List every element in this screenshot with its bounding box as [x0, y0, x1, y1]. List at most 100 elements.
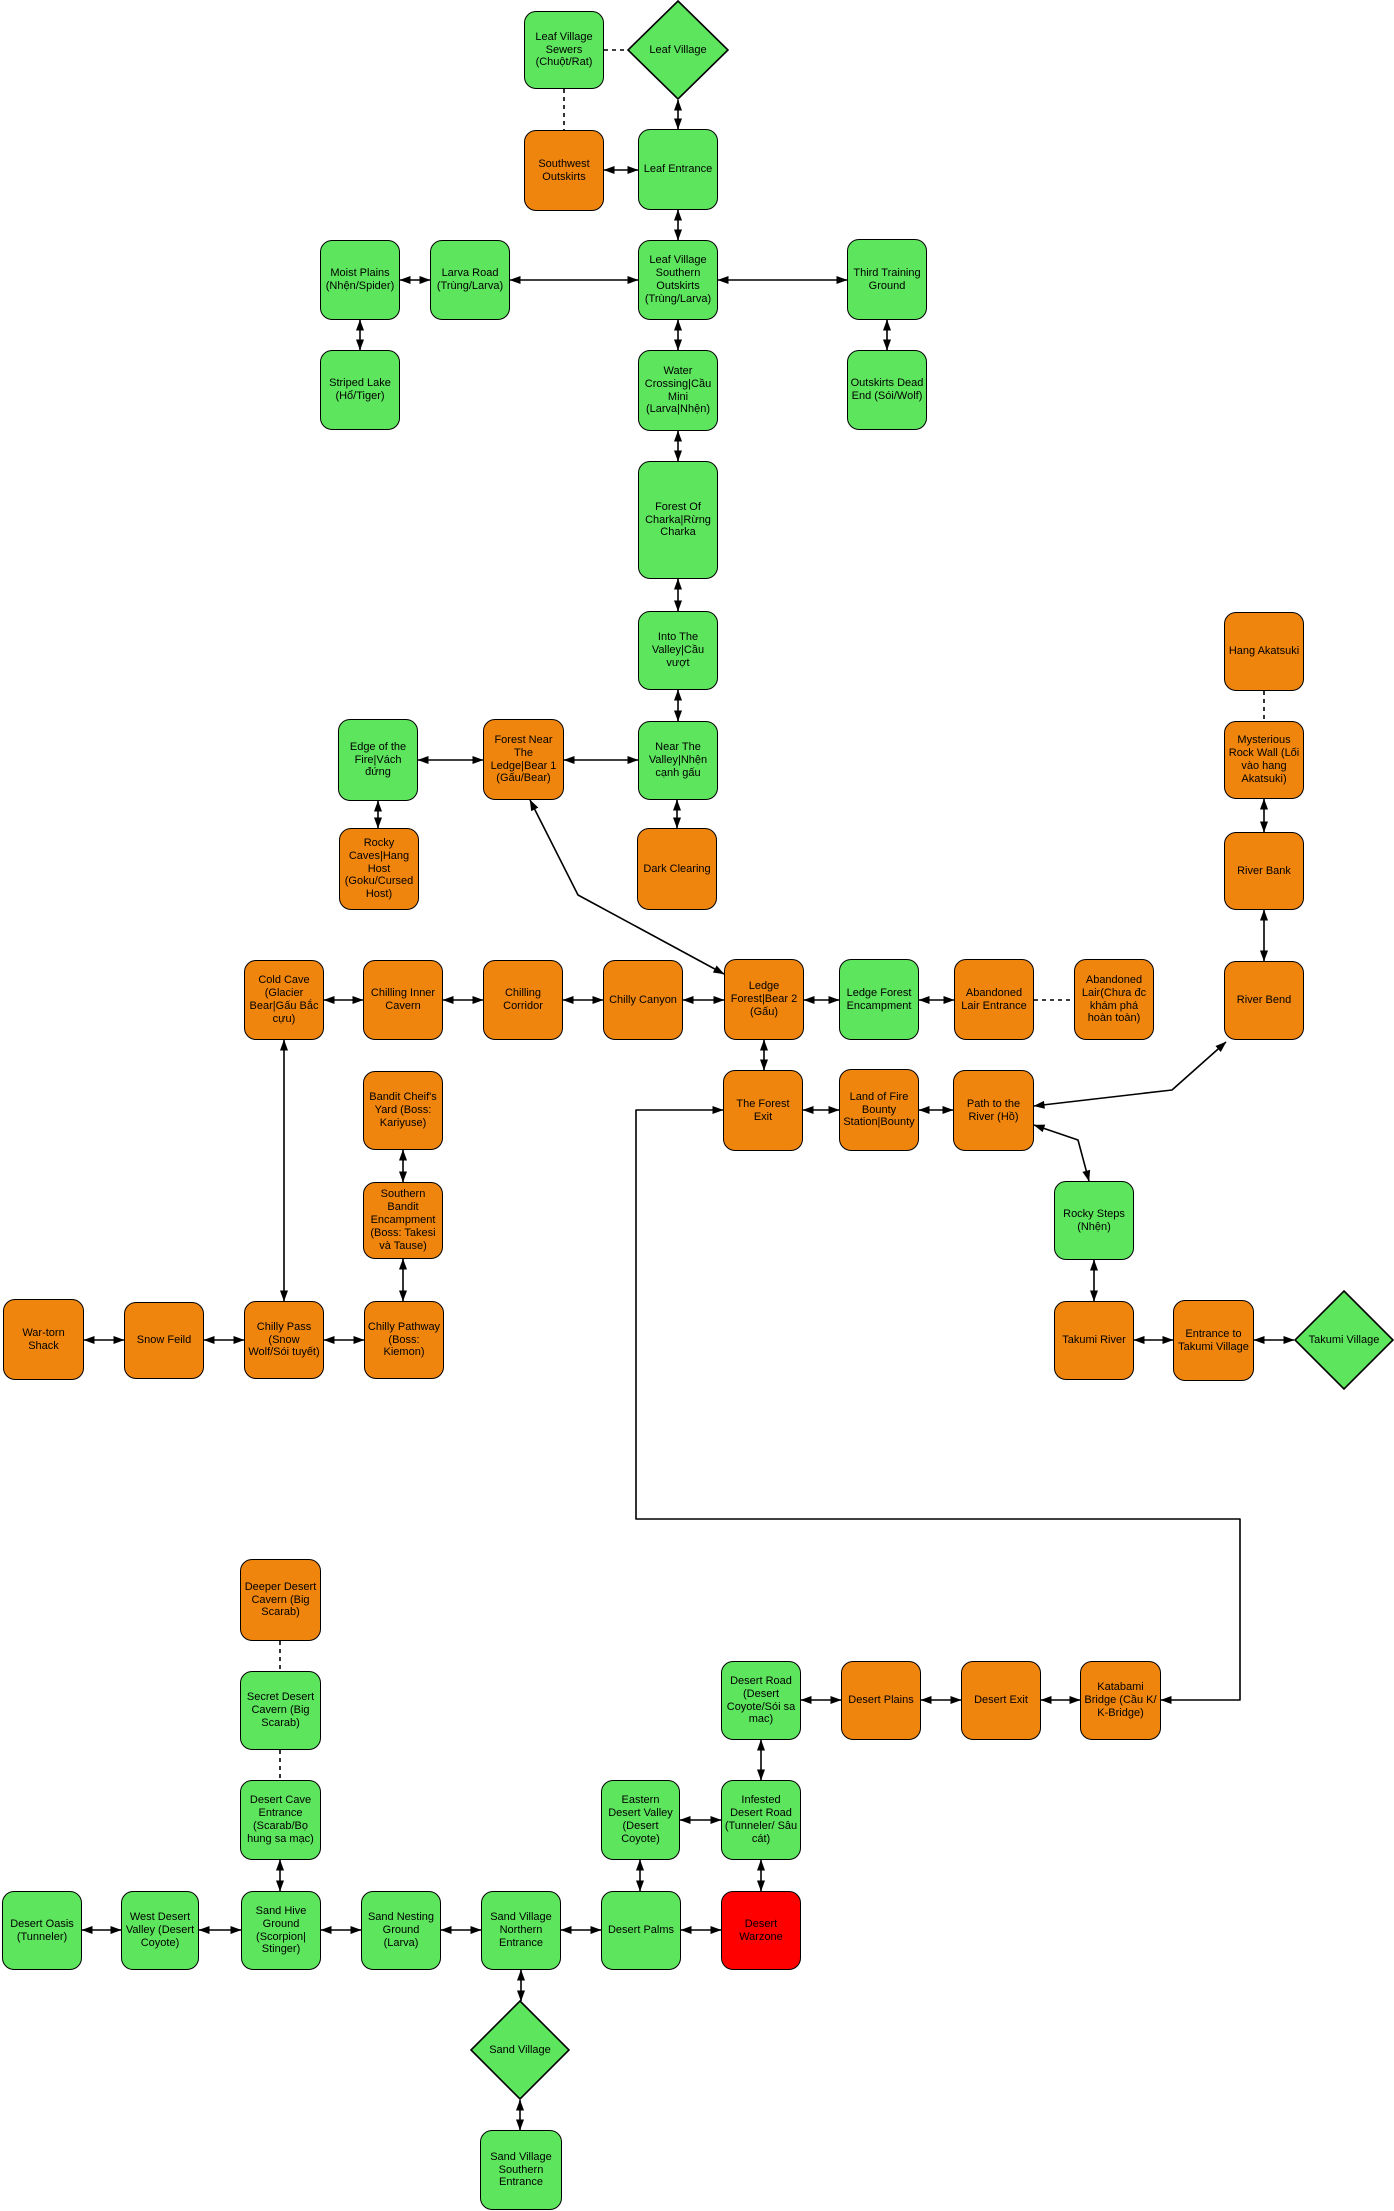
node-desert-road[interactable]: Desert Road (Desert Coyote/Sói sa mac)	[721, 1661, 801, 1740]
node-river-bend[interactable]: River Bend	[1224, 961, 1304, 1040]
node-dark-clearing[interactable]: Dark Clearing	[637, 828, 717, 910]
node-label: Desert Road (Desert Coyote/Sói sa mac)	[726, 1674, 796, 1726]
node-label: Desert Plains	[848, 1694, 914, 1707]
node-label: Chilly Pathway (Boss: Kiemon)	[367, 1320, 441, 1359]
node-label: Chilly Canyon	[609, 993, 677, 1006]
node-desert-cave-entrance[interactable]: Desert Cave Entrance (Scarab/Bọ hung sa …	[240, 1780, 321, 1860]
node-chilly-pathway[interactable]: Chilly Pathway (Boss: Kiemon)	[364, 1301, 444, 1379]
node-west-desert-valley[interactable]: West Desert Valley (Desert Coyote)	[121, 1891, 199, 1970]
node-label: Ledge Forest Encampment	[846, 986, 912, 1012]
node-label: Into The Valley|Cầu vượt	[651, 631, 705, 669]
node-label: Secret Desert Cavern (Big Scarab)	[246, 1691, 315, 1729]
node-chilly-pass[interactable]: Chilly Pass (Snow Wolf/Sói tuyết)	[244, 1301, 324, 1379]
node-forest-of-charka[interactable]: Forest Of Charka|Rừng Charka	[638, 461, 718, 579]
node-ledge-forest-encampment[interactable]: Ledge Forest Encampment	[839, 959, 919, 1040]
node-infested-desert-road[interactable]: Infested Desert Road (Tunneler/ Sâu cát)	[721, 1780, 801, 1860]
node-mysterious-rock-wall[interactable]: Mysterious Rock Wall (Lối vào hang Akats…	[1224, 721, 1304, 799]
node-path-to-the-river[interactable]: Path to the River (Hồ)	[953, 1070, 1034, 1151]
node-label: Hang Akatsuki	[1228, 645, 1300, 658]
node-desert-plains[interactable]: Desert Plains	[841, 1661, 921, 1740]
node-chilly-canyon[interactable]: Chilly Canyon	[603, 960, 683, 1040]
node-sand-hive-ground[interactable]: Sand Hive Ground (Scorpion| Stinger)	[241, 1891, 321, 1970]
node-lv-southern-outskirts[interactable]: Leaf Village Southern Outskirts (Trùng/L…	[638, 240, 718, 320]
node-desert-palms[interactable]: Desert Palms	[601, 1891, 681, 1970]
node-label: Striped Lake (Hổ/Tiger)	[329, 377, 391, 402]
node-secret-desert-cavern[interactable]: Secret Desert Cavern (Big Scarab)	[240, 1671, 321, 1750]
node-the-forest-exit[interactable]: The Forest Exit	[723, 1070, 803, 1151]
node-forest-near-the-ledge[interactable]: Forest Near The Ledge|Bear 1 (Gấu/Bear)	[483, 719, 564, 800]
node-snow-feild[interactable]: Snow Feild	[124, 1302, 204, 1379]
node-river-bank[interactable]: River Bank	[1224, 832, 1304, 910]
node-hang-akatsuki[interactable]: Hang Akatsuki	[1224, 612, 1304, 691]
node-label: Water Crossing|Cầu Mini (Larva|Nhện)	[644, 364, 712, 416]
node-desert-exit[interactable]: Desert Exit	[961, 1661, 1041, 1740]
node-label: Third Training Ground	[853, 266, 921, 292]
node-label: Infested Desert Road (Tunneler/ Sâu cát)	[724, 1794, 798, 1845]
node-label: War-torn Shack	[22, 1326, 65, 1352]
node-label: Takumi Village	[1308, 1333, 1380, 1346]
node-cold-cave[interactable]: Cold Cave (Glacier Bear|Gấu Bắc cựu)	[244, 960, 324, 1040]
edge-path-to-the-river--rocky-steps	[1033, 1124, 1091, 1182]
node-label: Entrance to Takumi Village	[1178, 1327, 1249, 1353]
node-leaf-entrance[interactable]: Leaf Entrance	[638, 129, 718, 210]
edge-path-to-the-river--river-bend	[1033, 1041, 1227, 1109]
node-leaf-village-sewers[interactable]: Leaf Village Sewers (Chuột/Rat)	[524, 11, 604, 89]
node-entrance-to-takumi-village[interactable]: Entrance to Takumi Village	[1173, 1300, 1254, 1381]
node-outskirts-dead-end[interactable]: Outskirts Dead End (Sói/Wolf)	[847, 350, 927, 430]
node-takumi-village[interactable]: Takumi Village	[1294, 1290, 1394, 1390]
node-label: Sand Hive Ground (Scorpion| Stinger)	[255, 1904, 307, 1956]
node-bandit-cheifs-yard[interactable]: Bandit Cheif's Yard (Boss: Kariyuse)	[363, 1071, 443, 1150]
node-label: River Bank	[1237, 864, 1291, 877]
node-label: The Forest Exit	[736, 1097, 790, 1123]
node-near-the-valley[interactable]: Near The Valley|Nhện cạnh gấu	[638, 721, 718, 800]
edge-katabami-bridge--the-forest-exit	[635, 1106, 1241, 1704]
node-sand-village-southern-entrance[interactable]: Sand Village Southern Entrance	[480, 2130, 562, 2210]
node-label: Near The Valley|Nhện cạnh gấu	[648, 741, 708, 779]
node-label: Deeper Desert Cavern (Big Scarab)	[244, 1580, 317, 1619]
node-label: Larva Road (Trùng/Larva)	[436, 267, 504, 292]
node-ledge-forest[interactable]: Ledge Forest|Bear 2 (Gấu)	[724, 959, 804, 1040]
node-into-the-valley[interactable]: Into The Valley|Cầu vượt	[638, 611, 718, 690]
node-desert-warzone[interactable]: Desert Warzone	[721, 1891, 801, 1970]
node-sand-nesting-ground[interactable]: Sand Nesting Ground (Larva)	[361, 1891, 441, 1970]
node-label: Takumi River	[1062, 1334, 1126, 1347]
node-moist-plains[interactable]: Moist Plains (Nhện/Spider)	[320, 240, 400, 320]
node-sand-village[interactable]: Sand Village	[470, 2000, 570, 2100]
node-edge-of-the-fire[interactable]: Edge of the Fire|Vách đứng	[338, 719, 418, 801]
node-label: Desert Oasis (Tunneler)	[10, 1917, 74, 1943]
node-eastern-desert-valley[interactable]: Eastern Desert Valley (Desert Coyote)	[601, 1780, 680, 1860]
node-southwest-outskirts[interactable]: Southwest Outskirts	[524, 130, 604, 211]
diamond-shape	[1294, 1290, 1394, 1390]
node-label: Desert Cave Entrance (Scarab/Bọ hung sa …	[247, 1794, 314, 1845]
node-abandoned-lair-entrance[interactable]: Abandoned Lair Entrance	[954, 959, 1034, 1040]
node-rocky-caves[interactable]: Rocky Caves|Hang Host (Goku/Cursed Host)	[339, 828, 419, 910]
node-label: Leaf Entrance	[643, 163, 713, 176]
node-southern-bandit-encampment[interactable]: Southern Bandit Encampment (Boss: Takesi…	[363, 1182, 443, 1259]
diamond-shape	[627, 0, 729, 100]
node-larva-road[interactable]: Larva Road (Trùng/Larva)	[430, 240, 510, 320]
node-water-crossing[interactable]: Water Crossing|Cầu Mini (Larva|Nhện)	[638, 350, 718, 431]
node-label: Sand Nesting Ground (Larva)	[367, 1911, 435, 1949]
node-label: Chilly Pass (Snow Wolf/Sói tuyết)	[248, 1320, 320, 1359]
node-chilling-corridor[interactable]: Chilling Corridor	[483, 960, 563, 1040]
node-deeper-desert-cavern[interactable]: Deeper Desert Cavern (Big Scarab)	[240, 1559, 321, 1641]
node-third-training-ground[interactable]: Third Training Ground	[847, 239, 927, 320]
node-sand-village-northern-entrance[interactable]: Sand Village Northern Entrance	[481, 1891, 561, 1970]
node-leaf-village[interactable]: Leaf Village	[627, 0, 729, 100]
node-war-torn-shack[interactable]: War-torn Shack	[3, 1299, 84, 1380]
node-label: Sand Village	[489, 2043, 551, 2056]
node-label: Leaf Village	[649, 43, 707, 56]
node-rocky-steps[interactable]: Rocky Steps (Nhện)	[1054, 1181, 1134, 1260]
node-takumi-river[interactable]: Takumi River	[1054, 1301, 1134, 1380]
node-striped-lake[interactable]: Striped Lake (Hổ/Tiger)	[320, 350, 400, 430]
node-label: Leaf Village Southern Outskirts (Trùng/L…	[644, 254, 712, 305]
node-chilling-inner-cavern[interactable]: Chilling Inner Cavern	[363, 960, 443, 1040]
node-desert-oasis[interactable]: Desert Oasis (Tunneler)	[2, 1891, 82, 1970]
node-label: Leaf Village Sewers (Chuột/Rat)	[535, 30, 593, 69]
node-label: Abandoned Lair Entrance	[961, 986, 1027, 1012]
node-label: Moist Plains (Nhện/Spider)	[325, 267, 395, 292]
node-land-of-fire-bounty-station[interactable]: Land of Fire Bounty Station|Bounty	[839, 1069, 919, 1151]
node-katabami-bridge[interactable]: Katabami Bridge (Cầu K/ K-Bridge)	[1080, 1661, 1161, 1740]
node-abandoned-lair[interactable]: Abandoned Lair(Chưa đc khám phá hoàn toà…	[1074, 959, 1154, 1040]
